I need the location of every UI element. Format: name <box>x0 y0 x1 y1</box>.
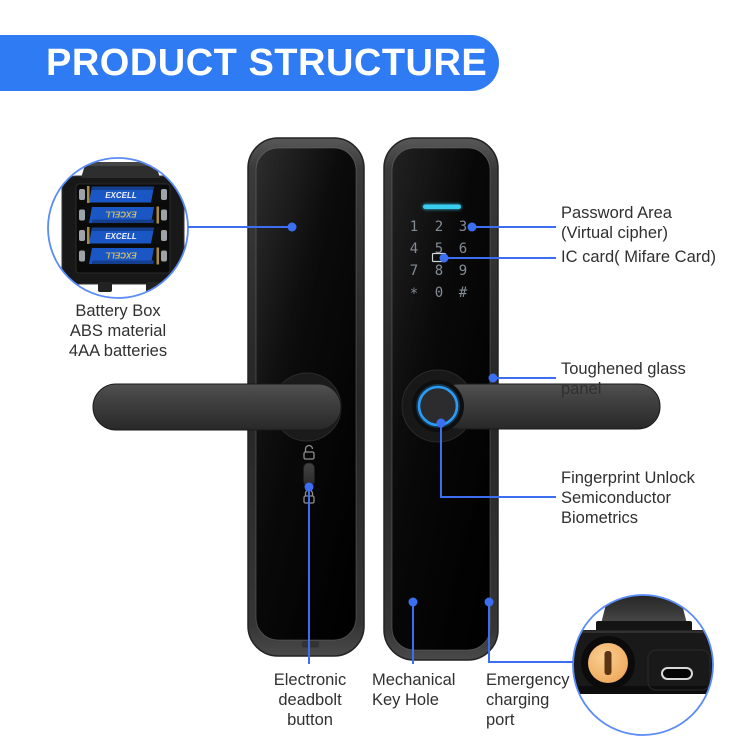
key-hash: # <box>459 285 468 301</box>
battery-brand-4: EXCELL <box>105 251 137 260</box>
battery-label: Battery Box ABS material 4AA batteries <box>68 302 168 360</box>
charging-label: Emergency charging port <box>486 671 570 729</box>
deadbolt-callout-dot <box>304 482 314 492</box>
password-callout-dot <box>467 222 477 232</box>
keyhole-label: Mechanical Key Hole <box>372 671 456 709</box>
fingerprint-label: Fingerprint Unlock Semiconductor Biometr… <box>561 469 695 527</box>
key-4: 4 <box>410 241 418 257</box>
key-9: 9 <box>459 263 467 279</box>
ic-card-label: IC card( Mifare Card) <box>561 248 716 266</box>
key-7: 7 <box>410 263 418 279</box>
battery-brand-1: EXCELL <box>105 191 137 200</box>
title-banner: PRODUCT STRUCTURE <box>0 35 499 91</box>
key-2: 2 <box>435 219 443 235</box>
key-star: * <box>410 286 418 302</box>
key-8: 8 <box>435 263 443 279</box>
key-1: 1 <box>410 219 418 235</box>
key-5: 5 <box>435 241 443 257</box>
aa-batteries: EXCELL EXCELL EXCELL <box>79 186 167 265</box>
battery-brand-3: EXCELL <box>105 232 137 241</box>
left-lock-rear-panel <box>92 137 365 657</box>
right-lock-front-panel: 1 2 3 4 5 6 7 8 9 * 0 # <box>383 137 661 661</box>
battery-detail-circle: EXCELL EXCELL EXCELL <box>47 157 189 299</box>
charging-callout-dot <box>484 597 494 607</box>
glass-panel-label: Toughened glass panel <box>561 360 686 398</box>
fingerprint-ring <box>417 385 459 427</box>
password-area-label: Password Area (Virtual cipher) <box>561 204 672 242</box>
page-title: PRODUCT STRUCTURE <box>46 41 488 84</box>
left-handle <box>92 383 342 431</box>
bottom-detail-circle <box>572 594 714 736</box>
status-light-bar <box>423 204 461 209</box>
glass-callout-dot <box>488 373 498 383</box>
key-0: 0 <box>435 285 443 301</box>
keyhole-callout-dot <box>408 597 418 607</box>
deadbolt-label: Electronic deadbolt button <box>273 671 347 729</box>
fingerprint-callout-dot <box>436 418 446 428</box>
ic-card-callout-dot <box>439 253 449 263</box>
password-keypad: 1 2 3 4 5 6 7 8 9 * 0 # <box>410 219 468 302</box>
battery-callout-dot <box>287 222 297 232</box>
battery-brand-2: EXCELL <box>105 210 137 219</box>
key-3: 3 <box>459 219 467 235</box>
key-6: 6 <box>459 241 467 257</box>
callout-lines <box>188 222 573 664</box>
usb-c-port <box>661 667 693 680</box>
handle-end-cylinder <box>601 595 687 624</box>
left-lock-bottom-port <box>302 641 319 648</box>
